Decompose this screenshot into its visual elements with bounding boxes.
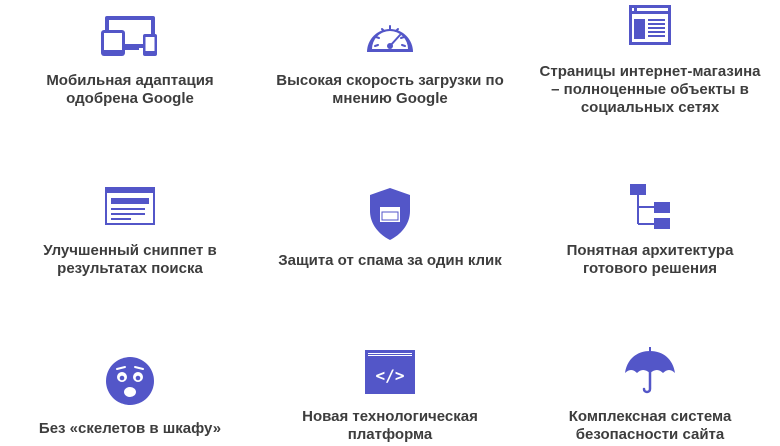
feature-security: Комплексная система безопасности сайта — [520, 340, 780, 446]
feature-snippet: Улучшенный сниппет в результатах поиска — [0, 175, 260, 305]
speedometer-icon — [367, 25, 413, 52]
snippet-icon — [105, 187, 155, 225]
feature-mobile-adaptation: Мобильная адаптация одобрена Google — [0, 0, 260, 130]
feature-label: Без «скелетов в шкафу» — [38, 420, 222, 437]
hierarchy-icon — [630, 184, 670, 229]
devices-icon — [101, 16, 157, 56]
feature-no-skeletons: Без «скелетов в шкафу» — [0, 340, 260, 446]
feature-platform: </> Новая технологическая платформа — [260, 340, 520, 446]
feature-social-pages: Страницы интернет-магазина – полноценные… — [520, 0, 780, 130]
feature-label: Мобильная адаптация одобрена Google — [46, 72, 214, 107]
code-window-icon: </> — [365, 350, 415, 394]
feature-spam-protection: Защита от спама за один клик — [260, 175, 520, 305]
feature-label: Комплексная система безопасности сайта — [568, 408, 732, 443]
feature-label: Понятная архитектура готового решения — [566, 242, 734, 277]
feature-load-speed: Высокая скорость загрузки по мнению Goog… — [260, 0, 520, 130]
web-page-icon — [629, 5, 671, 45]
feature-label: Страницы интернет-магазина – полноценные… — [539, 63, 761, 116]
feature-label: Новая технологическая платформа — [302, 408, 478, 443]
feature-label: Улучшенный сниппет в результатах поиска — [43, 242, 217, 277]
svg-text:</>: </> — [376, 366, 405, 385]
scared-face-icon — [106, 357, 154, 405]
feature-label: Высокая скорость загрузки по мнению Goog… — [276, 72, 504, 107]
feature-label: Защита от спама за один клик — [278, 252, 502, 269]
feature-architecture: Понятная архитектура готового решения — [520, 175, 780, 305]
umbrella-icon — [625, 347, 675, 394]
shield-icon — [370, 188, 410, 240]
